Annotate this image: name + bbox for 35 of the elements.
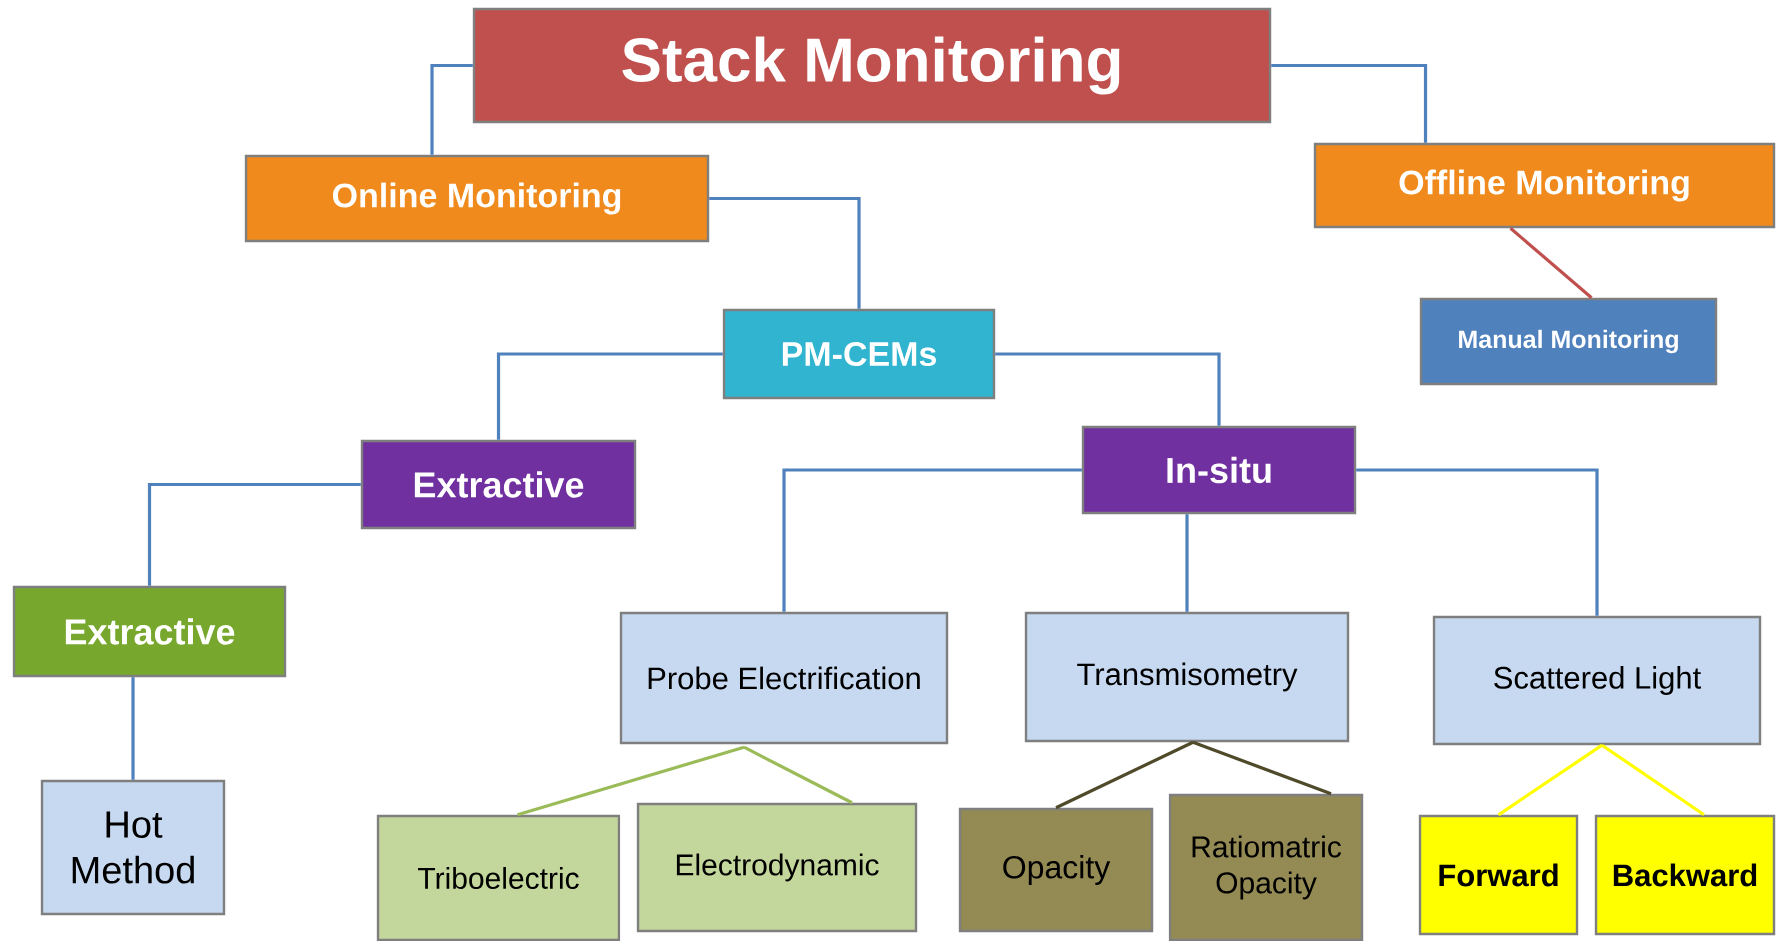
method-box: Manual Monitoring	[1419, 297, 1718, 386]
method-box: Electrodynamic	[636, 802, 918, 933]
method-box: Hot Method	[40, 779, 226, 916]
connector-line	[496, 352, 723, 440]
connector-line	[1509, 226, 1593, 299]
category-box: PM-CEMs	[722, 308, 996, 400]
connector-line	[743, 745, 853, 805]
connector-line	[517, 745, 745, 817]
category-box: Online Monitoring	[244, 154, 710, 243]
title-box: Stack Monitoring	[472, 7, 1272, 124]
method-box: Backward	[1594, 814, 1776, 936]
connector-line	[131, 677, 135, 780]
connector-line	[1055, 740, 1194, 810]
connector-line	[147, 482, 361, 586]
category-box: Extractive	[12, 585, 287, 678]
technique-box: Transmisometry	[1024, 611, 1350, 743]
connector-line	[995, 352, 1221, 426]
connector-line	[430, 63, 473, 155]
category-box: Extractive	[360, 439, 637, 530]
connector-line	[1601, 743, 1705, 817]
connector-line	[1271, 63, 1428, 143]
connector-line	[782, 468, 1082, 612]
method-box: Opacity	[958, 807, 1154, 933]
connector-line	[1192, 740, 1332, 796]
connector-line	[1497, 743, 1603, 817]
technique-box: Probe Electrification	[619, 611, 949, 745]
connector-line	[1185, 514, 1189, 612]
category-box: Offline Monitoring	[1313, 142, 1776, 229]
connector-line	[709, 196, 861, 309]
technique-box: Scattered Light	[1432, 615, 1762, 746]
method-box: Ratiomatric Opacity	[1168, 793, 1364, 941]
method-box: Triboelectric	[376, 814, 621, 941]
method-box: Forward	[1418, 814, 1579, 936]
connector-line	[1356, 468, 1599, 616]
category-box: In-situ	[1081, 425, 1357, 515]
